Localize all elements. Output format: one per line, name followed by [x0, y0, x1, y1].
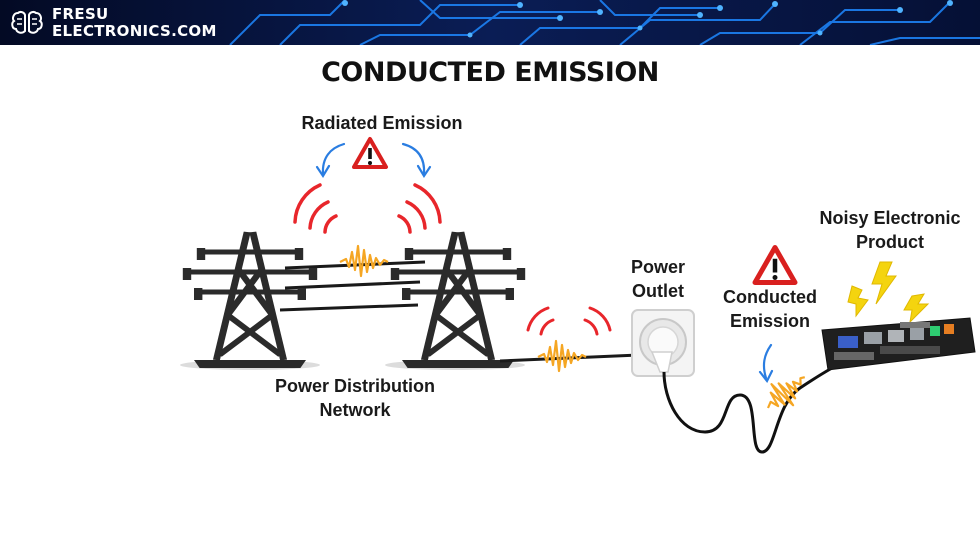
power-tower-icon — [183, 230, 317, 368]
lightning-icon — [847, 261, 930, 324]
power-distribution-line-1: Power Distribution — [274, 376, 435, 396]
power-distribution-label: Power Distribution Network — [240, 374, 470, 422]
noisy-product-line-2: Product — [855, 232, 924, 252]
power-tower-icon — [391, 230, 525, 368]
conducted-emission-label: Conducted Emission — [700, 285, 840, 333]
radiated-arcs — [293, 183, 442, 234]
radiated-emission-label: Radiated Emission — [272, 111, 492, 135]
power-distribution-line-2: Network — [319, 400, 391, 420]
header-banner: FRESU ELECTRONICS.COM — [0, 0, 980, 45]
noisy-product-line-1: Noisy Electronic — [819, 208, 961, 228]
power-cable — [662, 366, 833, 454]
power-outlet-label: Power Outlet — [608, 255, 708, 303]
brand-name: FRESU ELECTRONICS.COM — [52, 6, 217, 40]
power-outlet-line-1: Power — [630, 257, 686, 277]
conducted-emission-line-1: Conducted — [723, 287, 817, 307]
power-outlet-line-2: Outlet — [632, 281, 684, 301]
circuit-background — [0, 0, 980, 45]
warning-icon — [352, 137, 388, 169]
brand-line-1: FRESU — [52, 5, 109, 23]
warning-icon — [755, 248, 795, 283]
noisy-product-label: Noisy Electronic Product — [800, 206, 980, 254]
radiated-emission-text: Radiated Emission — [301, 113, 463, 133]
page-title: CONDUCTED EMISSION — [321, 57, 659, 88]
conducted-emission-line-2: Emission — [729, 311, 811, 331]
motherboard-icon — [821, 317, 976, 371]
brain-logo-icon — [11, 10, 43, 34]
power-socket-icon — [631, 309, 695, 377]
brand-logo[interactable]: FRESU ELECTRONICS.COM — [10, 6, 217, 40]
brand-line-2: ELECTRONICS.COM — [52, 22, 217, 40]
